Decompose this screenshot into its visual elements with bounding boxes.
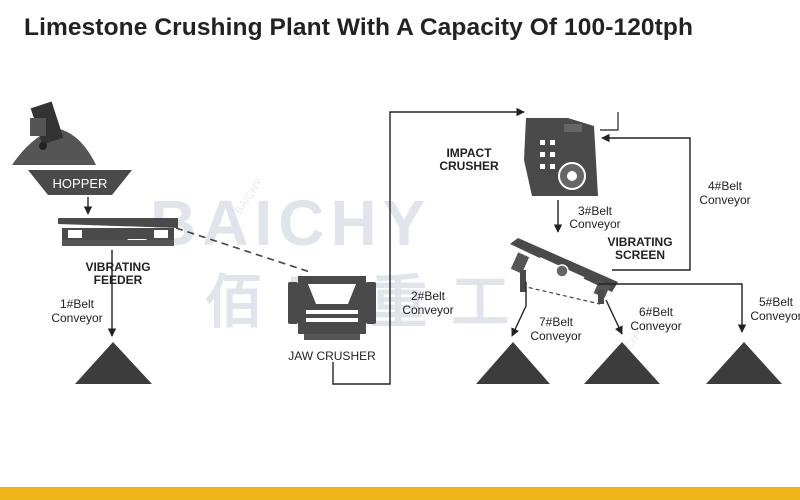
impact-crusher <box>524 118 598 196</box>
conveyor-6-line <box>605 299 623 335</box>
conveyor-7-label-line2: Conveyor <box>530 329 581 343</box>
hopper-label: HOPPER <box>53 176 108 191</box>
conveyor-2-line <box>332 107 525 385</box>
conveyor-5-line <box>598 283 747 333</box>
conveyor-5-label-line1: 5#Belt <box>759 295 794 309</box>
dashed-screen-outlet <box>521 285 601 305</box>
dump-truck-icon <box>12 101 96 165</box>
jaw-crusher <box>288 276 376 340</box>
vibrating-screen <box>510 238 618 304</box>
stockpile-6 <box>584 342 660 384</box>
screen-label-line2: SCREEN <box>615 248 665 262</box>
conveyor-4-line <box>601 133 691 271</box>
conveyor-5-label-line2: Conveyor <box>750 309 800 323</box>
conveyor-4-label-line1: 4#Belt <box>708 179 743 193</box>
diagram-title: Limestone Crushing Plant With A Capacity… <box>24 14 694 41</box>
conveyor-1-label-line2: Conveyor <box>51 311 102 325</box>
conveyor-3-label-line1: 3#Belt <box>578 204 613 218</box>
impact-crusher-label-line2: CRUSHER <box>439 159 499 173</box>
stockpile-1 <box>75 342 152 384</box>
watermark-latin: BAICHY <box>150 187 431 259</box>
accent-bar <box>0 487 800 500</box>
conveyor-3-label-line2: Conveyor <box>569 217 620 231</box>
conveyor-4-label-line2: Conveyor <box>699 193 750 207</box>
conveyor-6-label-line2: Conveyor <box>630 319 681 333</box>
conveyor-6-label-line1: 6#Belt <box>639 305 674 319</box>
conveyor-2-label-line2: Conveyor <box>402 303 453 317</box>
hopper: HOPPER <box>28 170 132 195</box>
conveyor-1-label-line1: 1#Belt <box>60 297 95 311</box>
impact-crusher-label-line1: IMPACT <box>446 146 492 160</box>
screen-label-line1: VIBRATING <box>607 235 672 249</box>
conveyor-2-label-line1: 2#Belt <box>411 289 446 303</box>
stockpile-5 <box>706 342 782 384</box>
conveyor-7-label-line1: 7#Belt <box>539 315 574 329</box>
feeder-label-line2: FEEDER <box>94 273 143 287</box>
conveyor-7-line <box>511 282 527 337</box>
conveyor-4-top <box>600 112 619 131</box>
stockpile-7 <box>476 342 550 384</box>
vibrating-feeder <box>58 218 178 246</box>
feeder-label-line1: VIBRATING <box>85 260 150 274</box>
jaw-crusher-label: JAW CRUSHER <box>288 349 376 363</box>
